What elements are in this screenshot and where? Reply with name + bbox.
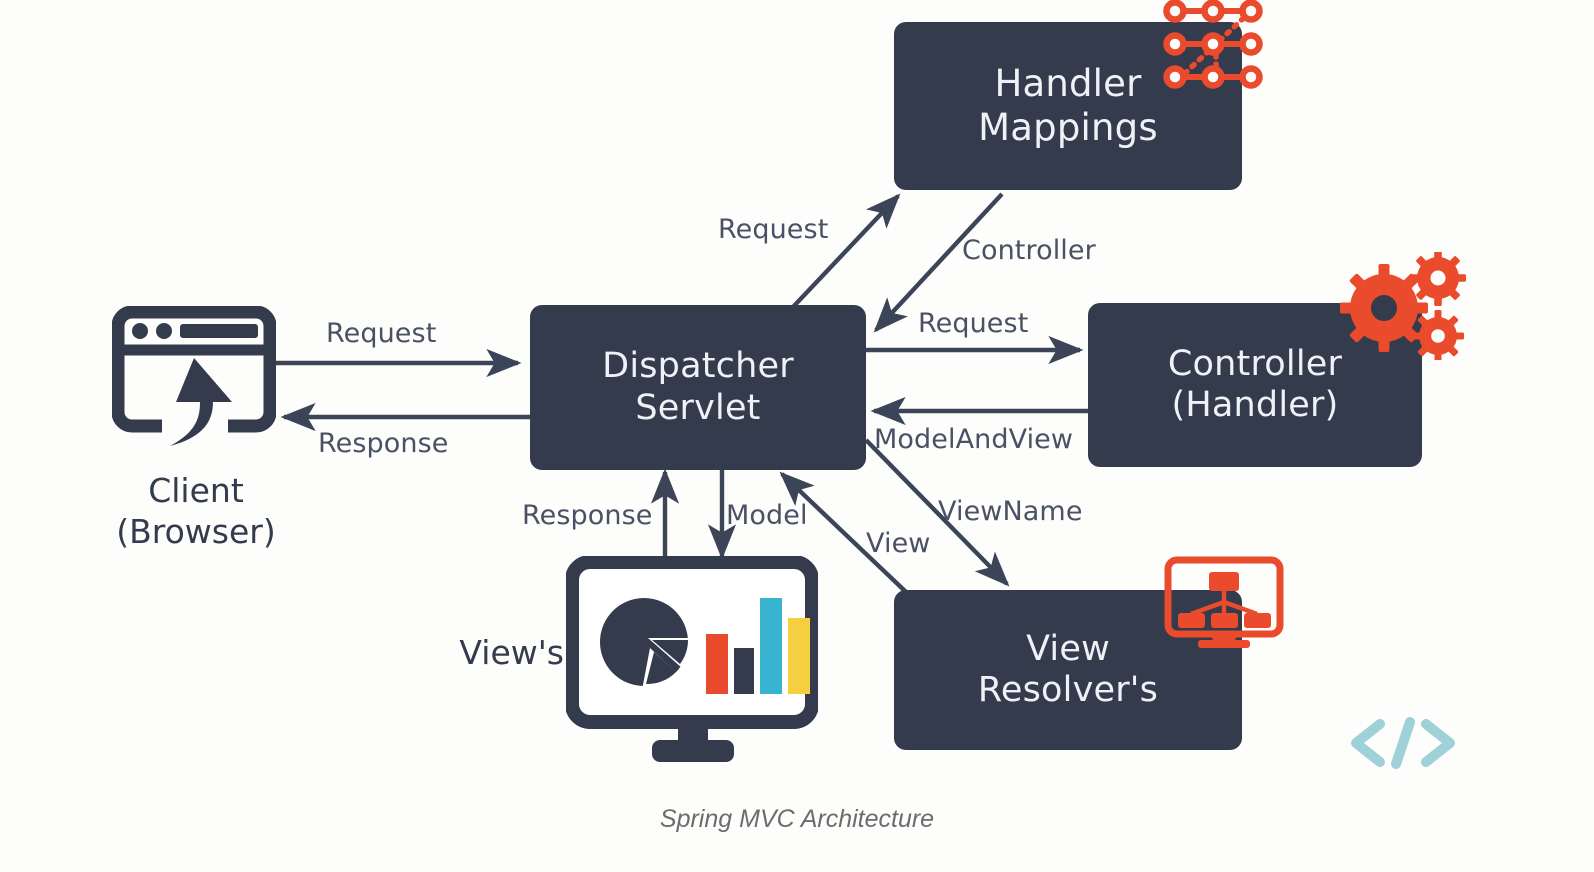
edge-label-dispatcher-to-views: Model [726,500,808,531]
edge-label-dispatcher-to-handler-mappings: Request [718,214,829,245]
nodes-graph-icon [1158,0,1268,90]
monitor-hierarchy-icon [1164,556,1284,652]
figure-caption: Spring MVC Architecture [659,805,935,833]
code-brackets-icon [1348,716,1458,770]
node-dispatcher-servlet[interactable]: Dispatcher Servlet [530,305,866,470]
edge-label-dispatcher-to-view-resolvers: ViewName [938,496,1083,527]
arrow-view-resolvers-to-dispatcher [779,471,908,594]
edge-label-views-to-dispatcher: Response [522,500,653,531]
arrow-dispatcher-to-view-resolvers [864,438,1010,587]
edge-label-handler-mappings-to-dispatcher: Controller [962,235,1096,266]
edge-label-view-resolvers-to-dispatcher: View [866,528,931,559]
monitor-chart-icon [565,555,819,772]
edge-label-client-to-dispatcher: Request [326,318,437,349]
node-view-resolvers-label: View Resolver's [977,628,1159,710]
edge-label-dispatcher-to-client: Response [318,428,449,459]
client-label: Client (Browser) [116,471,276,552]
views-label: View's [459,633,564,672]
arrow-dispatcher-to-handler-mappings [791,193,901,309]
node-handler-mappings-label: Handler Mappings [978,62,1158,149]
gears-icon [1338,250,1466,362]
node-controller-label: Controller (Handler) [1167,343,1343,425]
edge-label-dispatcher-to-controller: Request [918,308,1029,339]
browser-window-arrow-icon [111,305,277,450]
edge-label-controller-to-dispatcher: ModelAndView [874,424,1074,455]
node-dispatcher-servlet-label: Dispatcher Servlet [602,346,794,428]
arrow-handler-mappings-to-dispatcher [873,192,1004,333]
